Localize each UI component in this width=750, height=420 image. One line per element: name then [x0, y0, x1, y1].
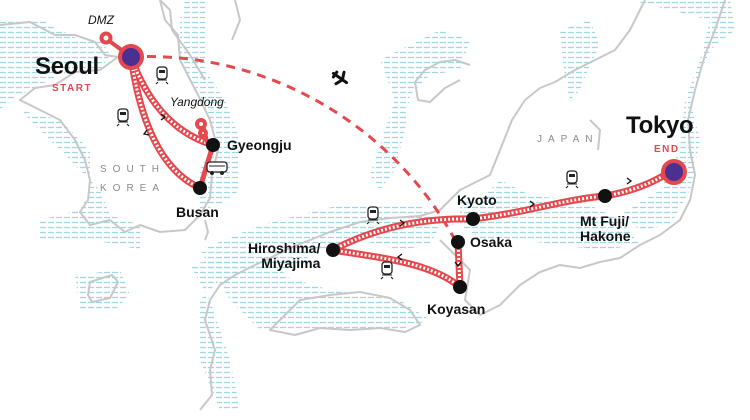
stop-kyoto[interactable]: [466, 212, 480, 226]
label-tokyo: Tokyo: [626, 112, 694, 139]
label-start: START: [52, 83, 93, 94]
stop-fuji[interactable]: [598, 189, 612, 203]
water-hatching: [0, 0, 735, 410]
plane-icon: [331, 70, 349, 86]
end-marker-tokyo[interactable]: [661, 159, 687, 185]
flight-path: [130, 55, 457, 241]
label-end: END: [654, 144, 680, 155]
direction-arrows: [142, 113, 633, 268]
label-osaka: Osaka: [470, 234, 513, 250]
stop-osaka[interactable]: [451, 235, 465, 249]
stop-busan[interactable]: [193, 181, 207, 195]
label-dmz: DMZ: [88, 13, 114, 27]
label-koyasan: Koyasan: [427, 301, 486, 317]
train-icon: [116, 108, 130, 127]
stop-gyeongju[interactable]: [206, 138, 220, 152]
side-trip-dmz: [99, 31, 133, 59]
label-kyoto: Kyoto: [457, 192, 497, 208]
train-icon: [565, 170, 579, 189]
start-marker-seoul[interactable]: [118, 44, 144, 70]
label-yangdong: Yangdong: [170, 95, 224, 109]
label-hiroshima: Hiroshima/ Miyajima: [248, 240, 321, 272]
train-icon: [380, 261, 394, 280]
label-fuji: Mt Fuji/ Hakone: [580, 213, 631, 245]
stops: [193, 138, 612, 294]
label-busan: Busan: [176, 204, 219, 220]
label-japan: JAPAN: [537, 134, 599, 145]
bus-icon: [206, 161, 228, 175]
label-gyeongju: Gyeongju: [227, 137, 292, 153]
train-icon: [155, 66, 169, 85]
stop-hiroshima[interactable]: [326, 243, 340, 257]
label-south-korea: SOUTH KOREA: [100, 164, 166, 194]
label-seoul: Seoul: [35, 53, 99, 80]
stop-koyasan[interactable]: [453, 280, 467, 294]
